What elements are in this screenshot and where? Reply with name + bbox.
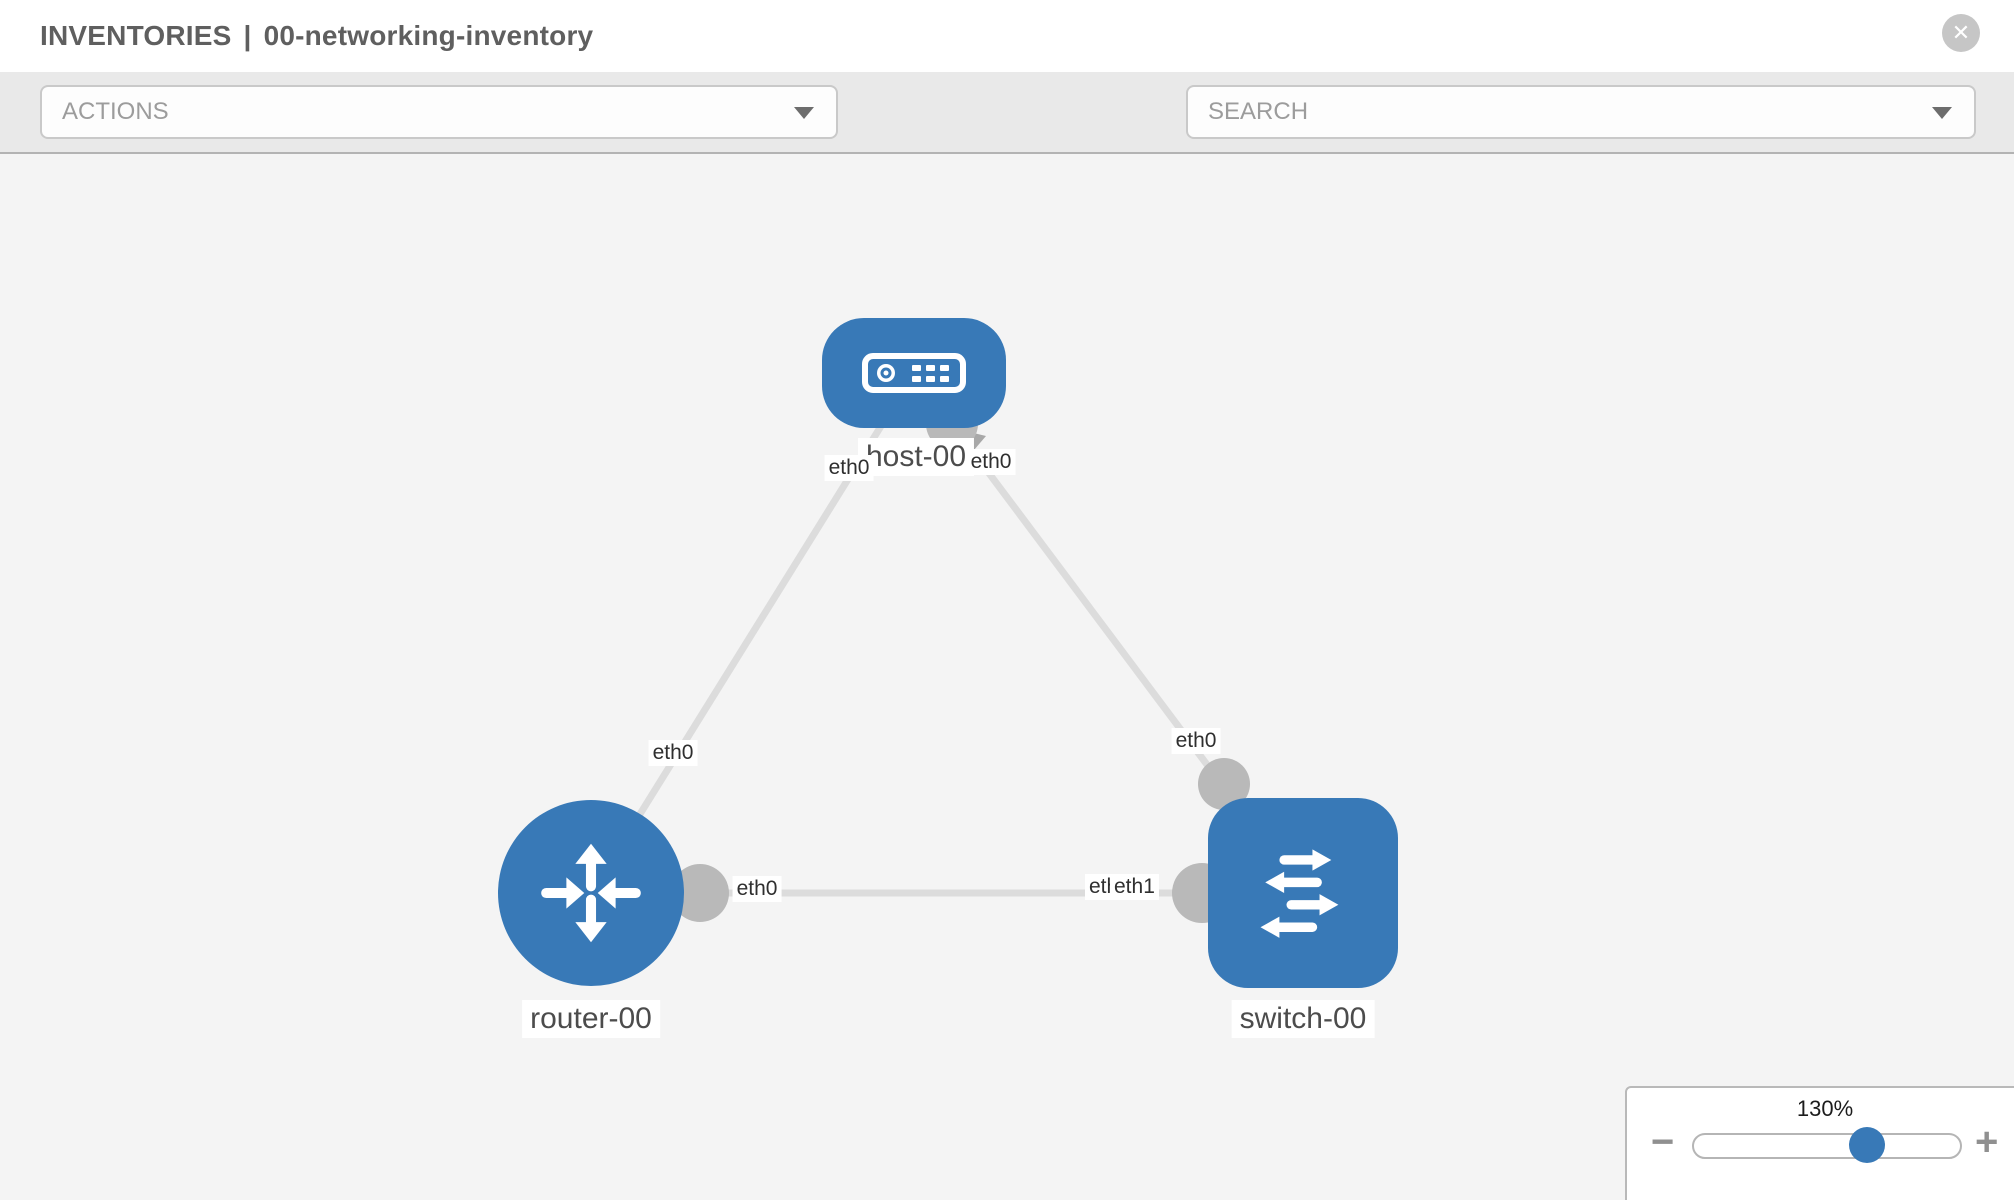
if-label-host-left: eth0 <box>824 455 874 481</box>
zoom-slider-knob[interactable] <box>1849 1127 1885 1163</box>
chevron-down-icon <box>1932 107 1952 119</box>
port-router-right <box>671 864 729 922</box>
node-label-router: router-00 <box>522 1000 660 1038</box>
close-icon: ✕ <box>1951 20 1971 45</box>
if-label-switch-left: eth1 <box>1110 874 1159 900</box>
node-label-host: host-00 <box>857 438 975 476</box>
zoom-slider-track[interactable] <box>1692 1127 1962 1163</box>
port-switch-top <box>1198 758 1250 810</box>
node-router-00[interactable] <box>498 800 684 986</box>
zoom-value: 130% <box>1796 1096 1854 1121</box>
host-icon <box>862 353 966 393</box>
chevron-down-icon <box>794 107 814 119</box>
header: INVENTORIES | 00-networking-inventory ✕ <box>0 0 2014 73</box>
zoom-out-button[interactable]: − <box>1651 1122 1674 1162</box>
if-label-host-right: eth0 <box>966 449 1016 475</box>
close-button[interactable]: ✕ <box>1942 14 1980 52</box>
search-dropdown[interactable]: SEARCH <box>1186 85 1976 139</box>
page-title-section: INVENTORIES <box>40 20 232 51</box>
router-icon <box>541 843 641 943</box>
toolbar: ACTIONS SEARCH <box>0 72 2014 154</box>
node-switch-00[interactable] <box>1208 798 1398 988</box>
page-title-divider: | <box>243 20 252 51</box>
zoom-panel: 130% − + <box>1625 1086 2014 1200</box>
if-label-switch-top: eth0 <box>1171 728 1221 754</box>
actions-dropdown[interactable]: ACTIONS <box>40 85 838 139</box>
node-host-00[interactable] <box>822 318 1006 428</box>
page-title: INVENTORIES | 00-networking-inventory <box>40 0 593 72</box>
if-label-router-right: eth0 <box>732 876 782 902</box>
search-dropdown-label: SEARCH <box>1208 98 1309 125</box>
node-label-switch: switch-00 <box>1231 1000 1375 1038</box>
page-title-name: 00-networking-inventory <box>263 20 594 51</box>
plus-icon: + <box>1975 1120 1999 1164</box>
actions-dropdown-label: ACTIONS <box>62 98 169 125</box>
if-label-router-top: eth0 <box>648 740 698 766</box>
minus-icon: − <box>1651 1120 1675 1164</box>
zoom-in-button[interactable]: + <box>1975 1122 1998 1162</box>
switch-icon <box>1260 849 1339 938</box>
